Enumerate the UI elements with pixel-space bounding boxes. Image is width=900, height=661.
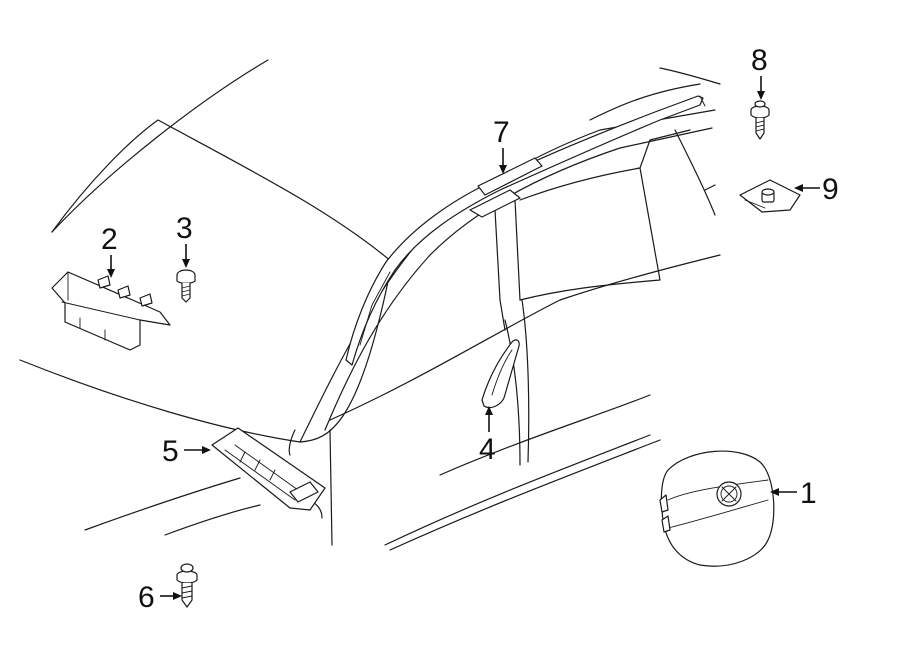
- callout-label-4: 4: [479, 433, 496, 466]
- callout-label-1: 1: [800, 477, 817, 510]
- callout-1: 1: [770, 477, 817, 510]
- callout-3: 3: [176, 212, 193, 268]
- callout-label-6: 6: [138, 581, 155, 614]
- knee-airbag: [211, 427, 326, 511]
- clip-nut: [739, 179, 801, 213]
- screw-6: [176, 563, 198, 608]
- curtain-airbag: [345, 95, 706, 366]
- pillar-airbag-sensor: [481, 339, 520, 409]
- callout-2: 2: [101, 223, 118, 278]
- callout-4: 4: [479, 406, 496, 466]
- screw-8: [750, 100, 770, 140]
- callout-label-5: 5: [162, 435, 179, 468]
- callout-label-7: 7: [493, 116, 510, 149]
- callout-9: 9: [794, 173, 839, 206]
- callout-label-2: 2: [101, 223, 118, 256]
- bolt-3: [176, 269, 196, 303]
- driver-airbag: [659, 450, 775, 567]
- callout-label-8: 8: [751, 44, 768, 77]
- callout-label-3: 3: [176, 212, 193, 245]
- callout-7: 7: [493, 116, 510, 174]
- callout-label-9: 9: [822, 173, 839, 206]
- callout-8: 8: [751, 44, 768, 100]
- callout-6: 6: [138, 581, 182, 614]
- callout-5: 5: [162, 435, 211, 468]
- passenger-airbag: [51, 271, 171, 351]
